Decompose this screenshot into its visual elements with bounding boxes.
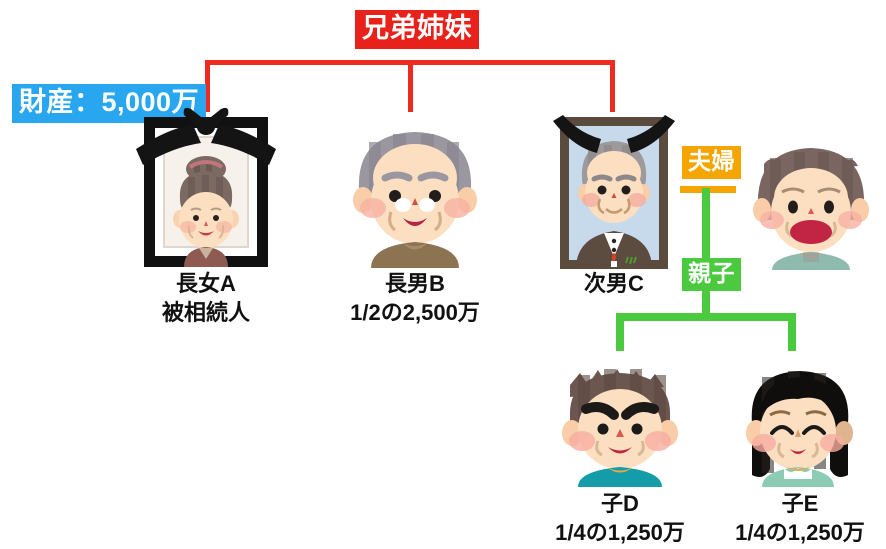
parentchild-drop-line-d xyxy=(616,313,624,351)
caption-ko-d: 子D 1/4の1,250万 xyxy=(528,489,712,547)
siblings-label: 兄弟姉妹 xyxy=(355,10,479,49)
caption-chonan-b: 長男B 1/2の2,500万 xyxy=(305,269,525,327)
parentchild-horizontal-line xyxy=(616,313,796,321)
young-woman-icon xyxy=(746,371,853,487)
person-spouse-c xyxy=(748,134,874,270)
person-role-chojo-a: 被相続人 xyxy=(161,300,250,326)
caption-jinan-c: 次男C xyxy=(534,269,694,298)
marriage-label: 夫婦 xyxy=(682,146,741,179)
caption-chojo-a: 長女A 被相続人 xyxy=(106,269,306,327)
person-ko-d xyxy=(556,357,684,487)
person-name-jinan-c: 次男C xyxy=(584,271,644,296)
siblings-drop-line-c xyxy=(610,60,615,112)
person-name-ko-d: 子D xyxy=(601,491,639,516)
parentchild-vertical-line xyxy=(702,188,710,320)
person-share-ko-e: 1/4の1,250万 xyxy=(735,520,865,546)
person-chonan-b xyxy=(345,116,485,268)
person-ko-e xyxy=(736,357,864,487)
assets-label: 財産：5,000万 xyxy=(12,84,207,123)
siblings-drop-line-b xyxy=(408,60,413,112)
parentchild-label: 親子 xyxy=(682,258,741,291)
person-chojo-a xyxy=(136,107,276,267)
person-jinan-c xyxy=(553,115,675,269)
person-share-ko-d: 1/4の1,250万 xyxy=(555,520,685,546)
siblings-drop-line-a xyxy=(205,60,210,112)
person-name-chonan-b: 長男B xyxy=(385,271,445,296)
caption-ko-e: 子E 1/4の1,250万 xyxy=(708,489,886,547)
young-man-icon xyxy=(562,369,678,487)
middle-aged-woman-icon xyxy=(753,148,869,270)
memorial-portrait-elderly-woman-icon xyxy=(173,156,239,267)
memorial-portrait-elderly-man-icon xyxy=(576,141,652,269)
parentchild-drop-line-e xyxy=(788,313,796,351)
person-share-chonan-b: 1/2の2,500万 xyxy=(350,300,480,326)
person-name-chojo-a: 長女A xyxy=(176,271,236,296)
elderly-man-icon xyxy=(353,132,477,268)
person-name-ko-e: 子E xyxy=(781,491,819,516)
